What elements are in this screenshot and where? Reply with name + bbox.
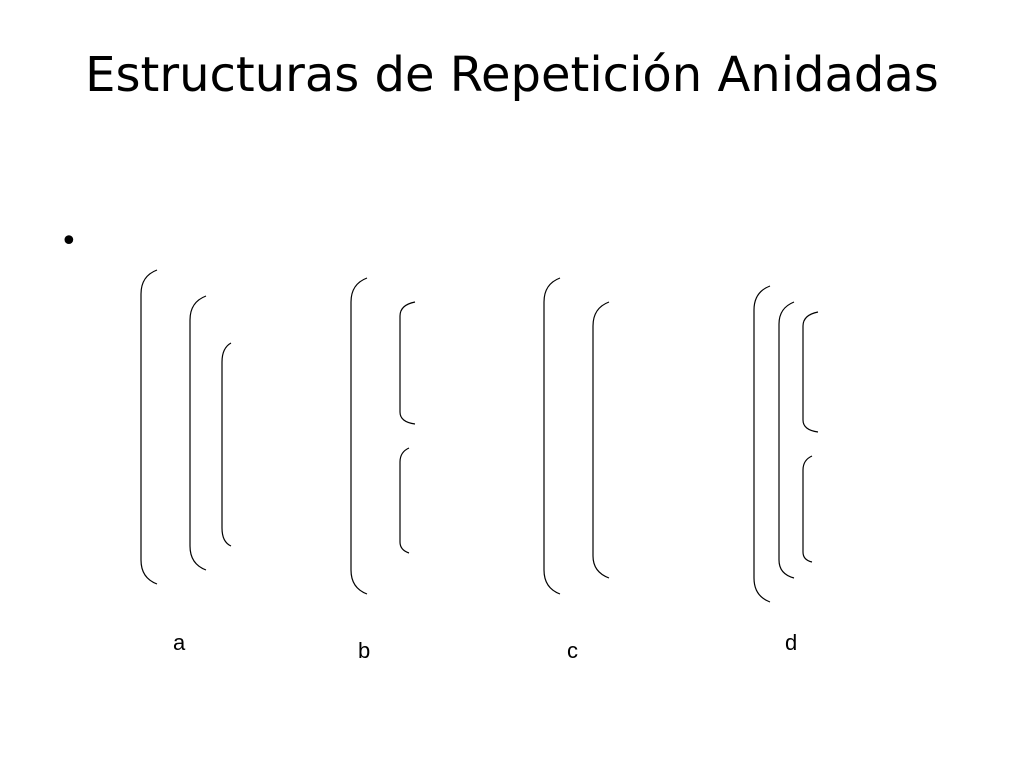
diagram-b-inner-bracket-bottom (399, 447, 410, 554)
diagram-b-outer-bracket (350, 277, 368, 595)
diagram-a-label: a (173, 630, 186, 655)
diagram-d-inner-bracket-bottom (802, 455, 813, 563)
diagram-c: c (543, 277, 610, 663)
diagram-d-label: d (785, 630, 797, 655)
diagram-d-middle-bracket (778, 301, 795, 579)
diagram-a-outer-bracket (140, 269, 158, 585)
diagram-a: a (140, 269, 232, 655)
diagram-a-inner-bracket (221, 342, 232, 547)
diagram-c-inner-bracket (592, 301, 610, 579)
diagram-b-inner-bracket-top (399, 301, 416, 425)
diagram-a-middle-bracket (189, 295, 207, 571)
slide-title: Estructuras de Repetición Anidadas (85, 47, 939, 103)
diagram-b-label: b (358, 638, 370, 663)
diagram-b: b (350, 277, 416, 663)
diagram-d-inner-bracket-top (802, 311, 819, 433)
diagram-c-outer-bracket (543, 277, 561, 595)
diagram-c-label: c (567, 638, 578, 663)
diagram-d-outer-bracket (753, 285, 771, 603)
bullet-point: • (60, 224, 78, 259)
diagram-d: d (753, 285, 819, 655)
